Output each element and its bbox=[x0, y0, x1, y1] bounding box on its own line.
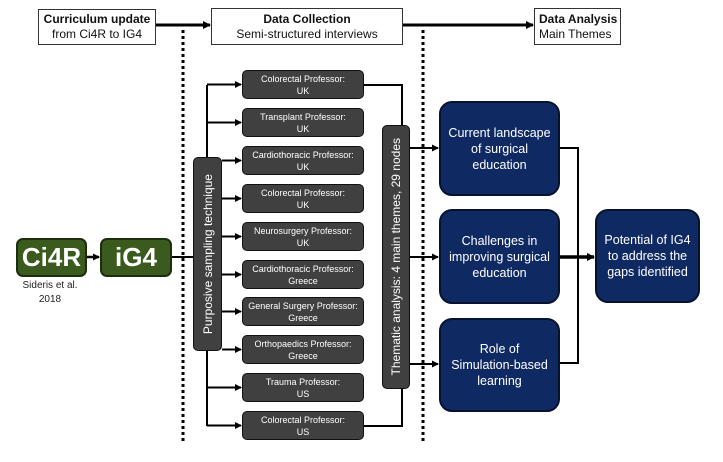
thematic-analysis-box: Thematic analysis: 4 main themes, 29 nod… bbox=[382, 125, 410, 389]
header-analysis-title: Data Analysis bbox=[539, 11, 618, 26]
interviewee-box: Colorectal Professor:UK bbox=[242, 184, 364, 213]
interviewee-role: Cardiothoracic Professor: bbox=[252, 149, 354, 160]
line-last-to-thematic bbox=[364, 389, 403, 427]
thematic-analysis-label: Thematic analysis: 4 main themes, 29 nod… bbox=[389, 138, 403, 376]
header-data-collection: Data Collection Semi-structured intervie… bbox=[211, 8, 403, 45]
interviewee-country: US bbox=[296, 388, 310, 399]
interviewee-role: Orthopaedics Professor: bbox=[254, 338, 352, 349]
citation-authors: Sideris et al. bbox=[22, 280, 78, 291]
interviewee-country: UK bbox=[296, 85, 310, 96]
interviewee-country: Greece bbox=[288, 350, 318, 361]
interviewee-role: Trauma Professor: bbox=[265, 376, 341, 387]
ci4r-citation: Sideris et al. 2018 bbox=[10, 279, 90, 307]
theme-challenges: Challenges in improving surgical educati… bbox=[439, 209, 560, 304]
header-curriculum-update: Curriculum update from Ci4R to IG4 bbox=[38, 9, 156, 45]
interviewee-country: UK bbox=[296, 199, 310, 210]
interviewee-role: Colorectal Professor: bbox=[260, 187, 346, 198]
interviewee-box: Cardiothoracic Professor:Greece bbox=[242, 260, 364, 289]
theme-current-landscape: Current landscape of surgical education bbox=[439, 101, 560, 196]
interviewee-role: Transplant Professor: bbox=[260, 111, 346, 122]
interviewee-country: Greece bbox=[288, 312, 318, 323]
interviewee-box: Orthopaedics Professor:Greece bbox=[242, 335, 364, 364]
line-theme-3-to-merge bbox=[560, 257, 579, 364]
header-analysis-subtitle: Main Themes bbox=[539, 26, 612, 41]
line-first-to-thematic bbox=[364, 84, 403, 125]
interviewee-box: General Surgery Professor:Greece bbox=[242, 297, 364, 326]
theme-simulation-learning: Role of Simulation-based learning bbox=[439, 318, 560, 412]
interviewee-role: Cardiothoracic Professor: bbox=[252, 263, 354, 274]
interviewee-box: Cardiothoracic Professor:UK bbox=[242, 146, 364, 175]
interviewee-country: UK bbox=[296, 237, 310, 248]
line-theme-1-to-merge bbox=[560, 147, 579, 257]
interviewee-country: UK bbox=[296, 161, 310, 172]
interviewee-box: Trauma Professor:US bbox=[242, 373, 364, 402]
interviewee-role: Colorectal Professor: bbox=[260, 414, 346, 425]
interviewee-country: US bbox=[296, 426, 310, 437]
interviewee-box: Neurosurgery Professor:UK bbox=[242, 222, 364, 251]
interviewee-box: Colorectal Professor:US bbox=[242, 411, 364, 440]
interviewee-country: Greece bbox=[288, 275, 318, 286]
interviewee-box: Colorectal Professor:UK bbox=[242, 70, 364, 99]
purposive-sampling-label: Purposive sampling technique bbox=[200, 173, 215, 335]
citation-year: 2018 bbox=[38, 294, 62, 305]
header-data-analysis: Data Analysis Main Themes bbox=[534, 8, 621, 45]
ig4-node: iG4 bbox=[100, 238, 172, 277]
interviewee-box: Transplant Professor:UK bbox=[242, 108, 364, 137]
header-collection-subtitle: Semi-structured interviews bbox=[236, 26, 378, 41]
interviewee-role: Neurosurgery Professor: bbox=[253, 225, 353, 236]
header-curriculum-title: Curriculum update bbox=[43, 12, 151, 26]
purposive-sampling-box: Purposive sampling technique bbox=[193, 157, 222, 351]
ci4r-node: Ci4R bbox=[16, 238, 87, 277]
header-curriculum-subtitle: from Ci4R to IG4 bbox=[51, 27, 143, 41]
interviewee-country: UK bbox=[296, 123, 310, 134]
interviewee-role: General Surgery Professor: bbox=[248, 300, 358, 311]
header-collection-title: Data Collection bbox=[263, 11, 351, 26]
outcome-ig4-potential: Potential of IG4 to address the gaps ide… bbox=[595, 209, 700, 303]
interviewee-role: Colorectal Professor: bbox=[260, 73, 346, 84]
